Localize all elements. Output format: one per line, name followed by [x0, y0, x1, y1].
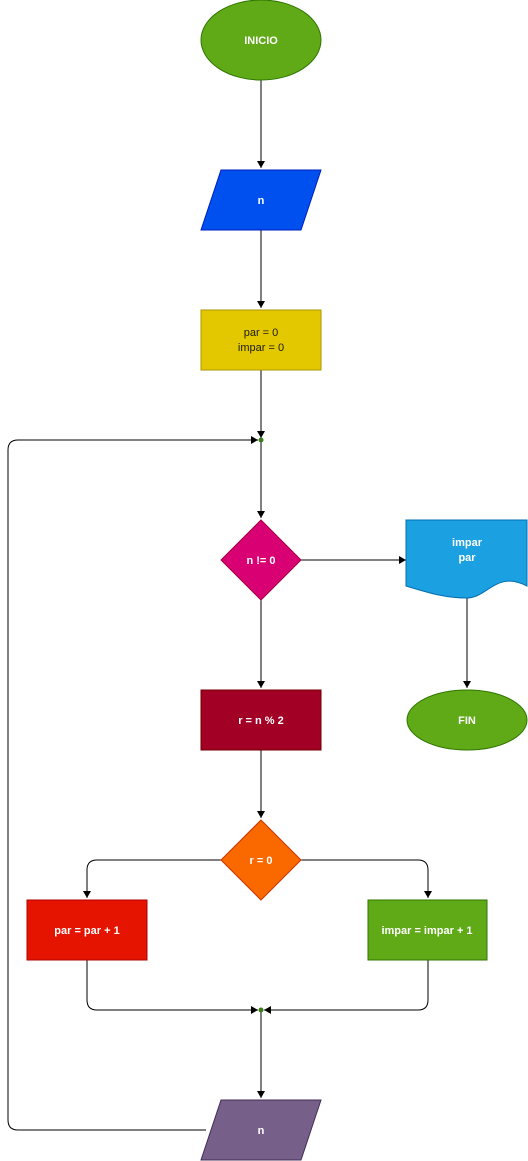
input-n-shape: [200, 169, 322, 231]
read-n-shape: [200, 1099, 322, 1161]
decision-r-shape: [220, 819, 302, 901]
output-shape: [405, 519, 528, 599]
input-n-label: n: [258, 195, 265, 207]
edge-r-par: [83, 859, 221, 898]
decision-r-label: r = 0: [250, 855, 273, 867]
node-input-n[interactable]: n: [200, 169, 322, 231]
init-shape: [200, 309, 322, 371]
edge-impar-merge: [264, 960, 429, 1014]
decision-n-shape: [220, 519, 302, 601]
node-inicio[interactable]: INICIO: [200, 0, 322, 81]
inicio-label: INICIO: [244, 35, 278, 47]
output-label-line1: impar: [452, 537, 483, 549]
junction-top: [258, 437, 264, 443]
decision-n-label: n != 0: [246, 555, 275, 567]
mod-label: r = n % 2: [238, 715, 284, 727]
node-par-inc[interactable]: par = par + 1: [26, 899, 148, 961]
edge-r-impar: [301, 859, 432, 898]
impar-inc-shape: [367, 899, 488, 961]
node-mod[interactable]: r = n % 2: [200, 689, 322, 751]
mod-shape: [200, 689, 322, 751]
par-inc-label: par = par + 1: [54, 925, 119, 937]
node-impar-inc[interactable]: impar = impar + 1: [367, 899, 488, 961]
node-init[interactable]: par = 0 impar = 0: [200, 309, 322, 371]
node-decision-r[interactable]: r = 0: [220, 819, 302, 901]
read-n-label: n: [258, 1125, 265, 1137]
fin-label: FIN: [458, 715, 476, 727]
init-label-line2: impar = 0: [238, 342, 284, 354]
edge-loop-back: [7, 436, 258, 1131]
junction-bottom: [258, 1007, 264, 1013]
connectors: [7, 80, 471, 1131]
edge-par-merge: [86, 960, 258, 1014]
inicio-shape: [200, 0, 322, 81]
node-fin[interactable]: FIN: [406, 689, 528, 751]
par-inc-shape: [26, 899, 148, 961]
output-label-line2: par: [458, 552, 476, 564]
impar-inc-label: impar = impar + 1: [381, 925, 472, 937]
node-read-n[interactable]: n: [200, 1099, 322, 1161]
node-decision-n[interactable]: n != 0: [220, 519, 302, 601]
node-output[interactable]: impar par: [405, 519, 528, 599]
init-label-line1: par = 0: [244, 327, 279, 339]
fin-shape: [406, 689, 528, 751]
